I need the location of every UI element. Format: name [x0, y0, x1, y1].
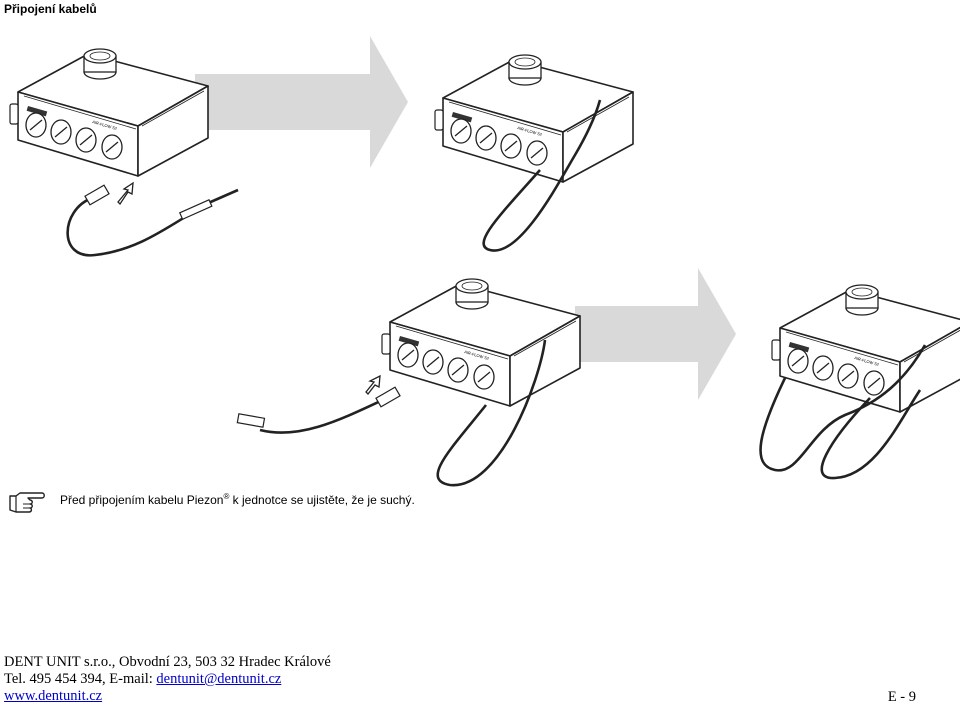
small-arrow-1	[117, 181, 134, 206]
company-address: DENT UNIT s.r.o., Obvodní 23, 503 32 Hra…	[4, 654, 331, 670]
pointing-hand-icon	[9, 492, 45, 513]
arrow-right-top	[195, 36, 408, 168]
device-2	[434, 54, 634, 183]
page-number: E - 9	[887, 689, 916, 705]
website-link[interactable]: www.dentunit.cz	[4, 688, 103, 704]
page-title: Připojení kabelů	[4, 2, 97, 16]
small-arrow-2	[365, 374, 381, 395]
cable-connection-figure: AIR-FLOW S2	[9, 36, 960, 487]
note-text: Před připojením kabelu Piezon® k jednotc…	[60, 492, 415, 507]
device-3	[381, 278, 581, 407]
contact-line: Tel. 495 454 394, E-mail: dentunit@dentu…	[4, 671, 282, 687]
device-1	[9, 48, 209, 177]
email-link[interactable]: dentunit@dentunit.cz	[156, 671, 282, 687]
arrow-right-bottom	[575, 268, 736, 400]
device-4	[771, 284, 960, 413]
footer: DENT UNIT s.r.o., Obvodní 23, 503 32 Hra…	[4, 654, 331, 705]
